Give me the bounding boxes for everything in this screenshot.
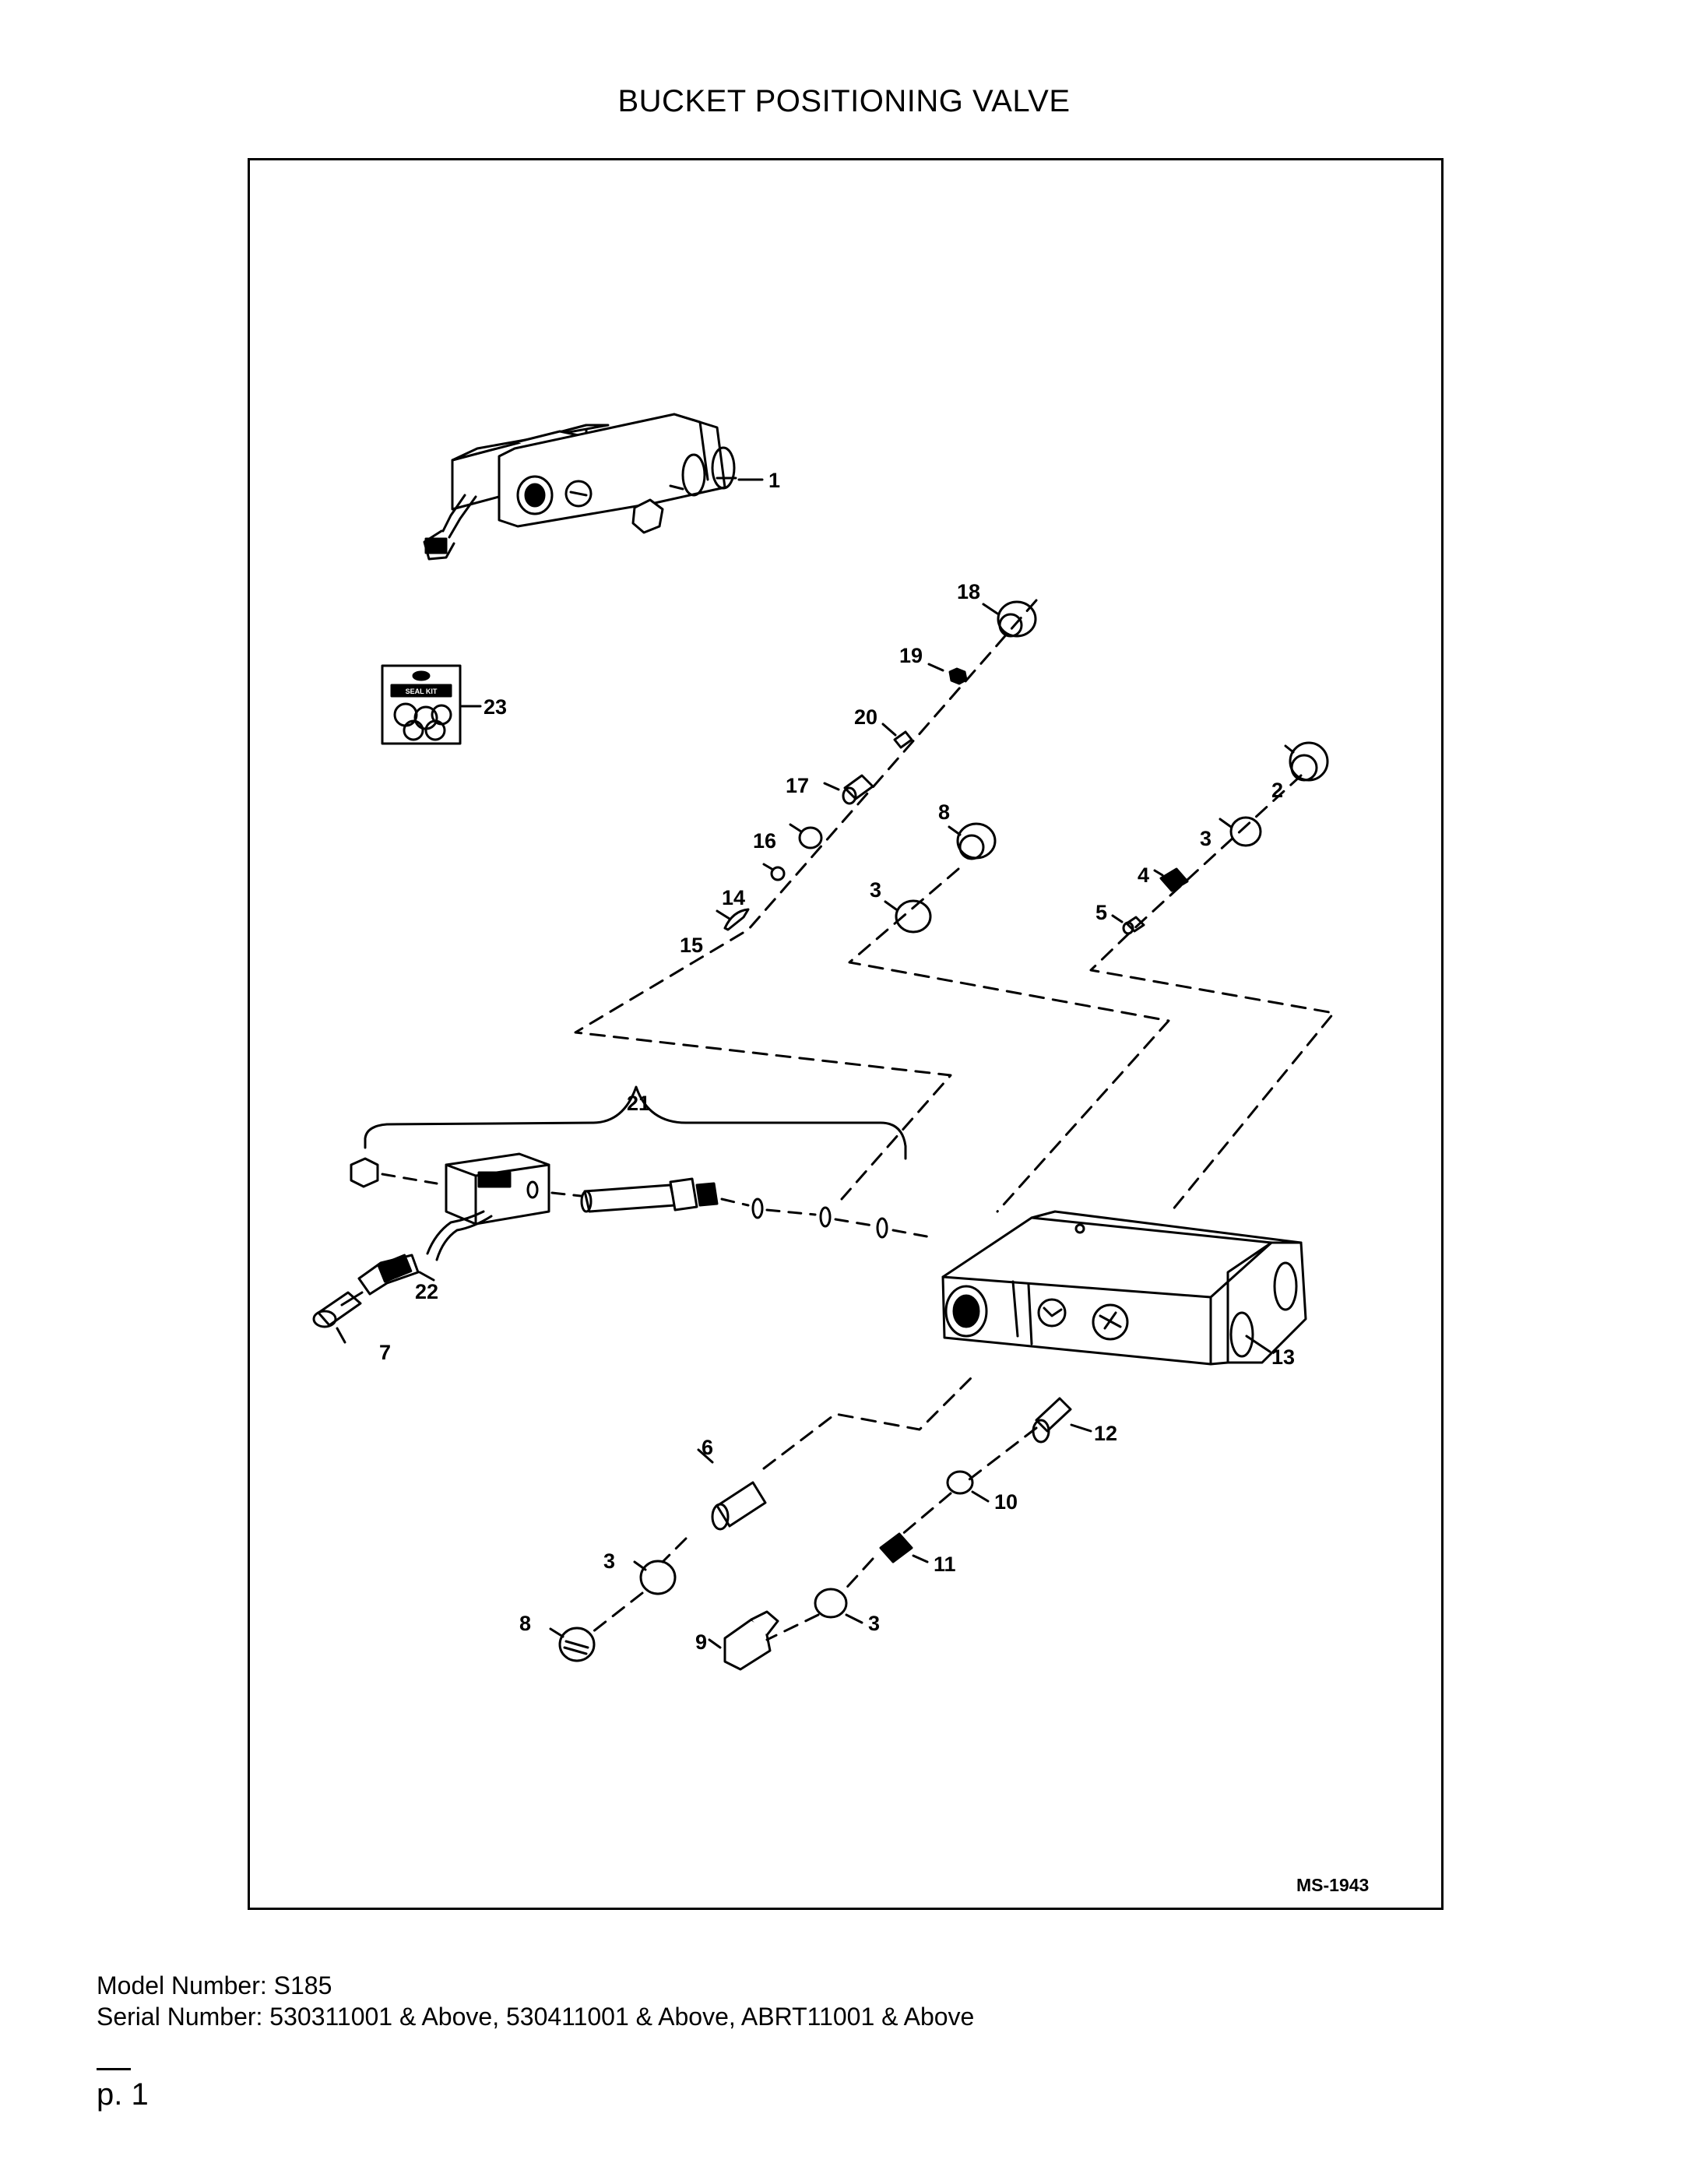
seal-kit-label: SEAL KIT (406, 688, 438, 695)
assembly-lines-coil (381, 1173, 937, 1240)
assembly-lines-lower (591, 1373, 1038, 1641)
callout-1: 1 (768, 469, 780, 492)
serial-number-line: Serial Number: 530311001 & Above, 530411… (97, 2003, 975, 2031)
callout-12: 12 (1094, 1422, 1117, 1445)
callout-3d: 3 (603, 1549, 615, 1573)
callout-2: 2 (1271, 779, 1283, 802)
callout-9: 9 (695, 1630, 707, 1654)
callout-23: 23 (484, 695, 507, 719)
callout-10: 10 (994, 1490, 1018, 1514)
callout-17: 17 (786, 774, 809, 797)
callout-7: 7 (379, 1341, 391, 1364)
assembly-lines-upper (574, 599, 1335, 1216)
callout-18: 18 (957, 580, 980, 603)
divider (97, 2068, 131, 2070)
callout-8a: 8 (938, 800, 950, 824)
callout-3a: 3 (1200, 827, 1211, 850)
valve-body-part-13 (941, 1210, 1307, 1366)
callout-14: 14 (722, 886, 745, 909)
model-number-line: Model Number: S185 (97, 1971, 332, 1999)
seal-kit-part-23 (381, 664, 482, 745)
callout-19: 19 (899, 644, 923, 667)
callout-6: 6 (702, 1436, 713, 1459)
callout-21: 21 (627, 1092, 650, 1115)
callout-4: 4 (1138, 863, 1149, 887)
callout-labels: 1 2 3 4 5 8 3 18 19 20 17 16 14 15 23 21… (379, 469, 1369, 1895)
model-info: Model Number: S185 Serial Number: 530311… (97, 1970, 974, 2032)
page-number: p. 1 (97, 2077, 149, 2112)
solenoid-coil-part-21 (350, 1085, 907, 1261)
relief-parts-chain-right (1111, 741, 1329, 935)
callout-15: 15 (680, 934, 703, 957)
valve-assembly-part-1 (423, 413, 737, 561)
page-title: BUCKET POSITIONING VALVE (617, 84, 1071, 118)
exploded-parts-diagram: 1 2 3 4 5 8 3 18 19 20 17 16 14 15 23 21… (312, 413, 1369, 1895)
callout-13: 13 (1271, 1345, 1295, 1369)
connector-parts-22-7 (312, 1254, 435, 1344)
callout-16: 16 (753, 829, 776, 853)
callout-3b: 3 (870, 878, 881, 902)
callout-3c: 3 (868, 1612, 880, 1635)
callout-20: 20 (854, 705, 877, 729)
callout-5: 5 (1095, 901, 1107, 924)
callout-8b: 8 (519, 1612, 531, 1635)
callout-11: 11 (934, 1553, 956, 1576)
lower-parts-chains (549, 1397, 1092, 1671)
callout-22: 22 (415, 1280, 438, 1303)
diagram-frame: 1 2 3 4 5 8 3 18 19 20 17 16 14 15 23 21… (248, 158, 1444, 1910)
drawing-reference-code: MS-1943 (1296, 1875, 1369, 1895)
plug-parts-chain-middle (884, 822, 997, 934)
